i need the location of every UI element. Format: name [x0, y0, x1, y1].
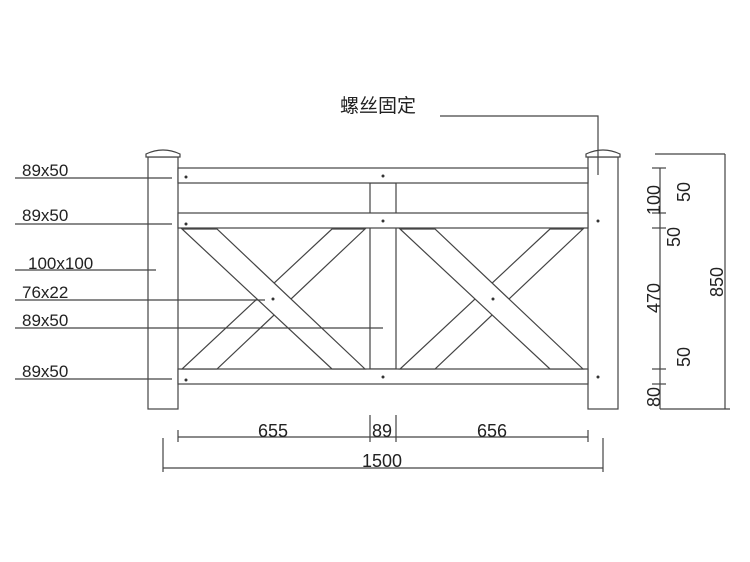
- svg-text:100: 100: [644, 185, 664, 215]
- vertical-dimension-lines: [652, 153, 730, 410]
- svg-text:50: 50: [664, 227, 684, 247]
- note-leader: [440, 115, 599, 175]
- svg-text:80: 80: [644, 387, 664, 407]
- middle-post: [369, 182, 397, 370]
- horizontal-dimension-lines: [162, 415, 604, 472]
- svg-text:656: 656: [477, 421, 507, 441]
- part-labels: 89x50 89x50 100x100 76x22 89x50 89x50: [22, 161, 93, 381]
- svg-text:850: 850: [707, 267, 727, 297]
- label-second-rail: 89x50: [22, 206, 68, 225]
- label-brace: 76x22: [22, 283, 68, 302]
- screw-dots: [184, 174, 600, 382]
- label-leaders: [15, 177, 383, 380]
- svg-text:50: 50: [674, 347, 694, 367]
- label-middle-post: 89x50: [22, 311, 68, 330]
- svg-text:50: 50: [674, 182, 694, 202]
- horizontal-dims: 655 89 656 1500: [258, 421, 507, 471]
- left-post: [145, 149, 181, 410]
- svg-text:655: 655: [258, 421, 288, 441]
- label-post: 100x100: [28, 254, 93, 273]
- svg-text:470: 470: [644, 283, 664, 313]
- screw-fix-note: 螺丝固定: [340, 95, 416, 117]
- label-top-rail: 89x50: [22, 161, 68, 180]
- svg-text:89: 89: [372, 421, 392, 441]
- vertical-dims: 100 50 50 470 50 80 850: [644, 182, 727, 407]
- right-post: [585, 149, 621, 410]
- label-bottom-rail: 89x50: [22, 362, 68, 381]
- svg-text:1500: 1500: [362, 451, 402, 471]
